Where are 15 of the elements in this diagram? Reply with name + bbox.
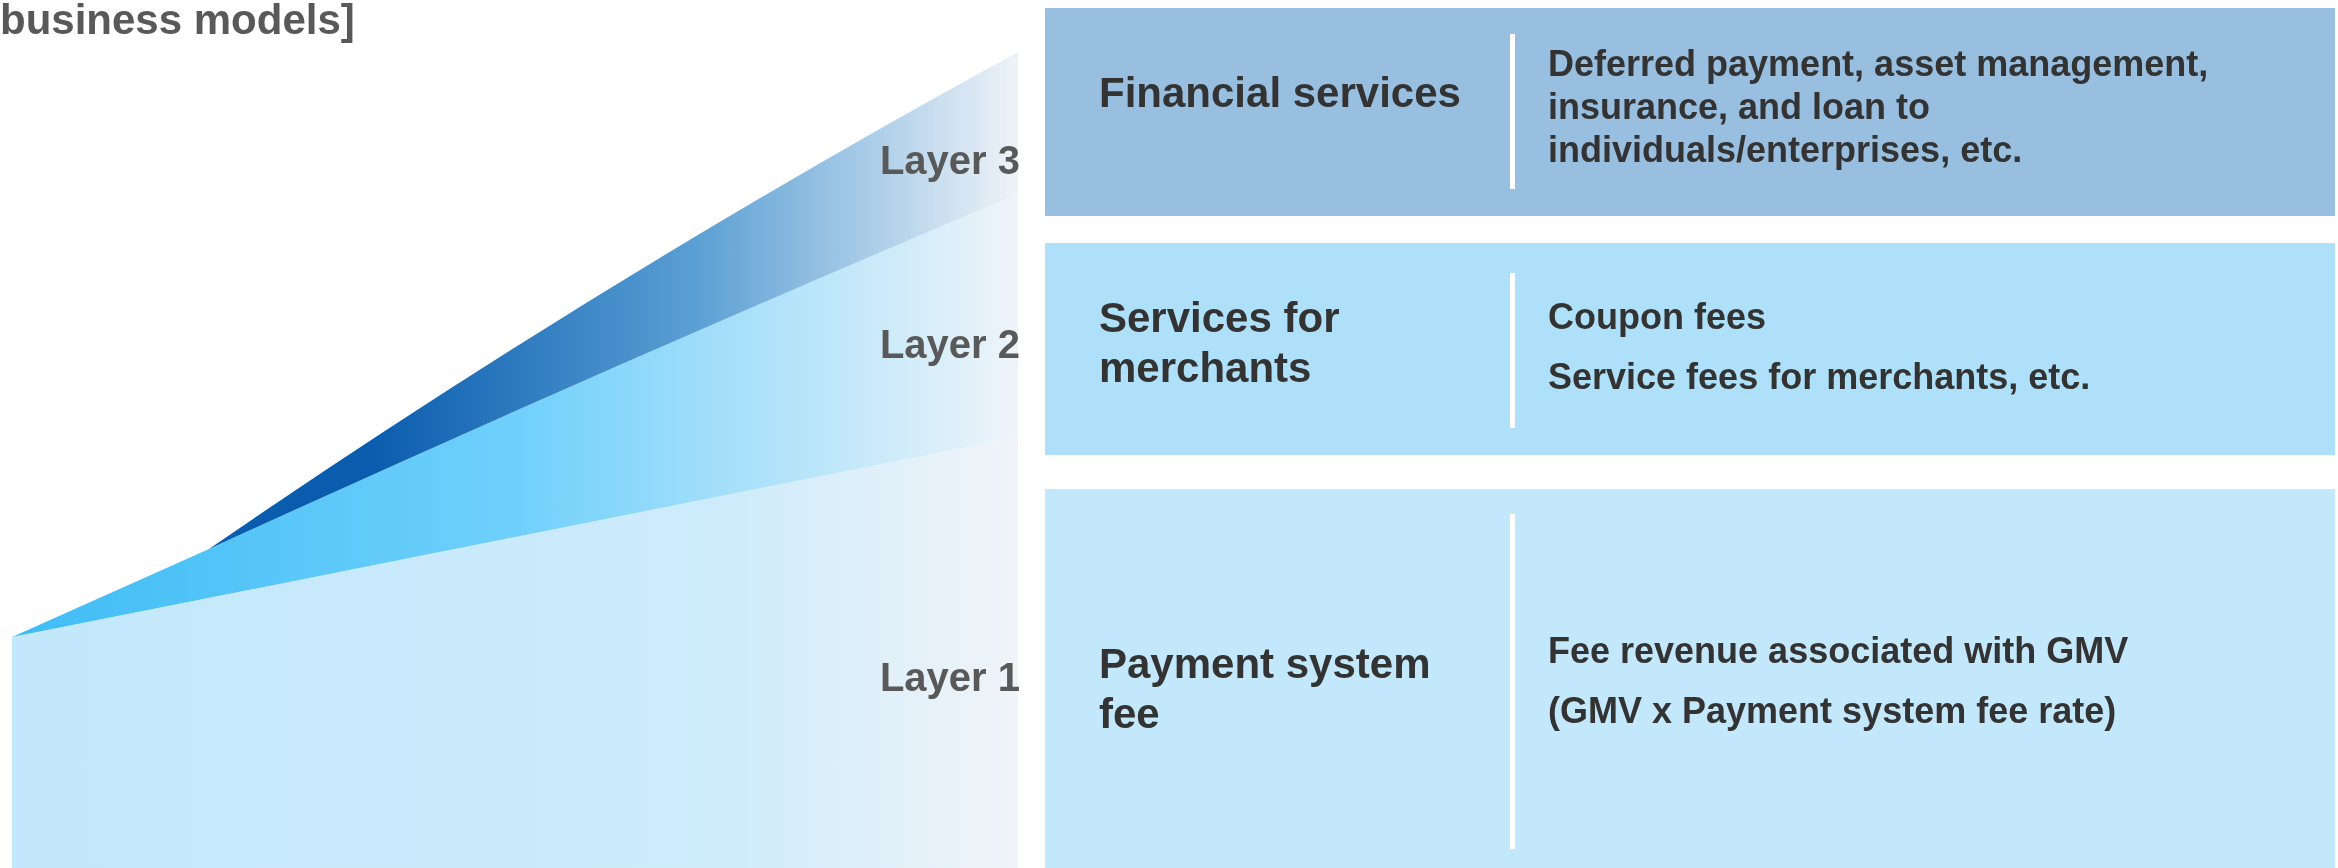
- band-description: Deferred payment, asset management, insurance, and loan to individuals/enterprises, etc.: [1548, 42, 2210, 172]
- band-description: Service fees for merchants, etc.: [1548, 355, 2092, 399]
- band-heading: Financial services: [1099, 68, 1462, 118]
- band-description: Coupon fees: [1548, 295, 1767, 339]
- layer-band: [1045, 8, 2335, 216]
- layer-band: [1045, 489, 2335, 868]
- band-description: Fee revenue associated with GMV: [1548, 629, 2130, 673]
- layer-label: Layer 2: [878, 322, 1020, 367]
- band-heading: Payment system fee: [1099, 639, 1432, 740]
- band-heading: Services for merchants: [1099, 293, 1341, 394]
- diagram-title: business models]: [0, 0, 355, 44]
- layer-band: [1045, 243, 2335, 455]
- layer-label: Layer 1: [878, 655, 1020, 700]
- layer-label: Layer 3: [878, 138, 1020, 183]
- band-description: (GMV x Payment system fee rate): [1548, 689, 2118, 733]
